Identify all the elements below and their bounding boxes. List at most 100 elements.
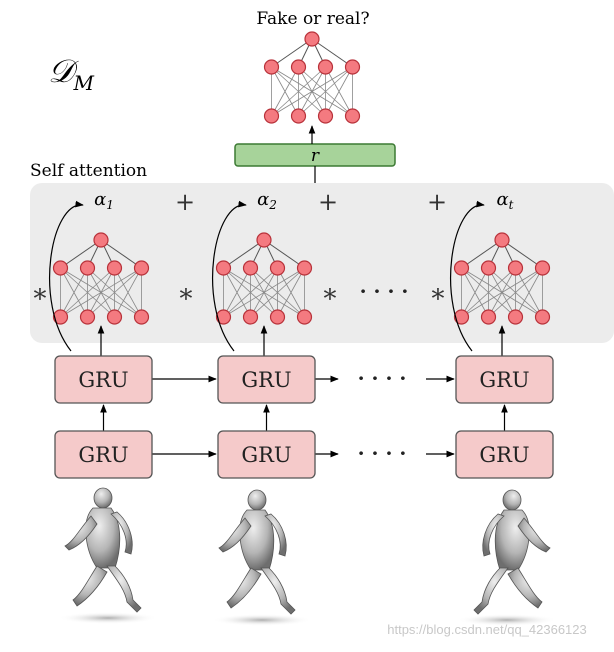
attention-net-2-node bbox=[242, 260, 259, 276]
attention-net-3-node bbox=[534, 260, 551, 276]
attention-net-1-node bbox=[52, 260, 69, 276]
curved-arrow-3 bbox=[449, 200, 485, 352]
attention-net-3-edge bbox=[461, 239, 503, 269]
attention-net-1-node bbox=[52, 309, 69, 325]
discriminator-net-node bbox=[344, 108, 361, 124]
human-arm bbox=[517, 517, 551, 553]
discriminator-label: 𝒟M bbox=[48, 52, 95, 95]
attention-net-3-node bbox=[480, 309, 497, 325]
gru-box-2-1 bbox=[54, 430, 153, 479]
self-attention-label: Self attention bbox=[30, 161, 147, 181]
attention-net-3-node bbox=[494, 232, 510, 248]
alpha-label-2: α2 bbox=[257, 189, 277, 212]
reward-label: r bbox=[311, 146, 320, 166]
attention-net-3-edge bbox=[488, 267, 543, 318]
attention-net-2-edge bbox=[223, 239, 265, 269]
attention-net-1-edge bbox=[100, 239, 142, 269]
human-arm bbox=[64, 515, 98, 551]
attention-net-3-node bbox=[453, 260, 470, 276]
human-arm bbox=[264, 513, 287, 557]
attention-net-1-node bbox=[93, 232, 109, 248]
watermark: https://blog.csdn.net/qq_42366123 bbox=[387, 622, 587, 637]
discriminator-net-edge bbox=[271, 66, 326, 117]
human-leg bbox=[473, 567, 509, 615]
gru-label: GRU bbox=[241, 443, 291, 467]
attention-net-3-node bbox=[480, 260, 497, 276]
fake-or-real-title: Fake or real? bbox=[256, 9, 369, 29]
discriminator-net-node bbox=[290, 59, 307, 75]
attention-net-1-edge bbox=[60, 267, 115, 318]
human-arm bbox=[110, 511, 133, 555]
attention-net-1-edge bbox=[87, 267, 142, 318]
human-leg bbox=[106, 565, 142, 613]
discriminator-net-node bbox=[263, 108, 280, 124]
discriminator-net-node bbox=[304, 31, 320, 47]
human-leg bbox=[260, 567, 296, 615]
human-head bbox=[502, 489, 522, 511]
gru-box-1-3 bbox=[455, 355, 554, 404]
discriminator-net-node bbox=[344, 59, 361, 75]
plus-sign-2: + bbox=[318, 188, 338, 216]
attention-net-3-edge bbox=[501, 239, 543, 269]
attention-net-2-node bbox=[296, 260, 313, 276]
ground-shadow bbox=[212, 614, 312, 626]
ground-shadow bbox=[58, 612, 158, 624]
curved-arrow-1 bbox=[48, 200, 84, 352]
discriminator-net-node bbox=[290, 108, 307, 124]
attention-net-2-node bbox=[296, 309, 313, 325]
multiply-sign-3: ∗ bbox=[321, 279, 339, 309]
multiply-sign-4: ∗ bbox=[429, 279, 447, 309]
discriminator-net-node bbox=[317, 59, 334, 75]
attention-net-1-edge bbox=[60, 267, 142, 318]
discriminator-net-edge bbox=[311, 38, 353, 68]
multiply-sign-2: ∗ bbox=[177, 279, 195, 309]
attention-net-2-edge bbox=[223, 267, 278, 318]
attention-net-1-node bbox=[79, 309, 96, 325]
plus-sign-1: + bbox=[175, 188, 195, 216]
attention-net-1-node bbox=[106, 309, 123, 325]
attention-net-1-node bbox=[133, 260, 150, 276]
human-arm bbox=[218, 517, 252, 553]
gru-label: GRU bbox=[241, 368, 291, 392]
discriminator-net-node bbox=[317, 108, 334, 124]
alpha-label-1: α1 bbox=[94, 189, 114, 212]
human-head bbox=[93, 487, 113, 509]
attention-net-3-node bbox=[507, 260, 524, 276]
gru-label: GRU bbox=[479, 368, 529, 392]
curved-arrow-2 bbox=[211, 200, 247, 352]
attention-net-2-edge bbox=[250, 267, 305, 318]
human-arm bbox=[482, 513, 505, 557]
discriminator-net-edge bbox=[271, 66, 353, 117]
discriminator-net-edge bbox=[271, 66, 299, 117]
attention-net-3-edge bbox=[461, 267, 516, 318]
gru-label: GRU bbox=[78, 443, 128, 467]
attention-net-1-node bbox=[133, 309, 150, 325]
human-head bbox=[247, 489, 267, 511]
gru-box-1-2 bbox=[217, 355, 316, 404]
attention-net-2-edge bbox=[263, 239, 305, 269]
attention-net-2-node bbox=[215, 260, 232, 276]
attention-net-3-edge bbox=[461, 267, 489, 318]
attention-net-3-node bbox=[507, 309, 524, 325]
gru-box-2-3 bbox=[455, 430, 554, 479]
attention-net-2-node bbox=[215, 309, 232, 325]
attention-net-2-node bbox=[256, 232, 272, 248]
running-human-3 bbox=[457, 489, 557, 626]
gru-label: GRU bbox=[479, 443, 529, 467]
attention-net-2-edge bbox=[223, 267, 251, 318]
attention-panel bbox=[30, 183, 614, 343]
plus-sign-3: + bbox=[427, 188, 447, 216]
attention-net-2-node bbox=[269, 260, 286, 276]
multiply-sign-1: ∗ bbox=[31, 279, 49, 309]
attention-net-3-node bbox=[534, 309, 551, 325]
attention-net-3-edge bbox=[461, 267, 543, 318]
attention-net-1-edge bbox=[60, 267, 88, 318]
attention-net-2-node bbox=[269, 309, 286, 325]
ellipsis-gru-row-2: · · · · bbox=[358, 441, 407, 465]
discriminator-net-node bbox=[263, 59, 280, 75]
attention-net-1-edge bbox=[60, 239, 102, 269]
attention-net-3-node bbox=[453, 309, 470, 325]
discriminator-net-edge bbox=[298, 66, 353, 117]
